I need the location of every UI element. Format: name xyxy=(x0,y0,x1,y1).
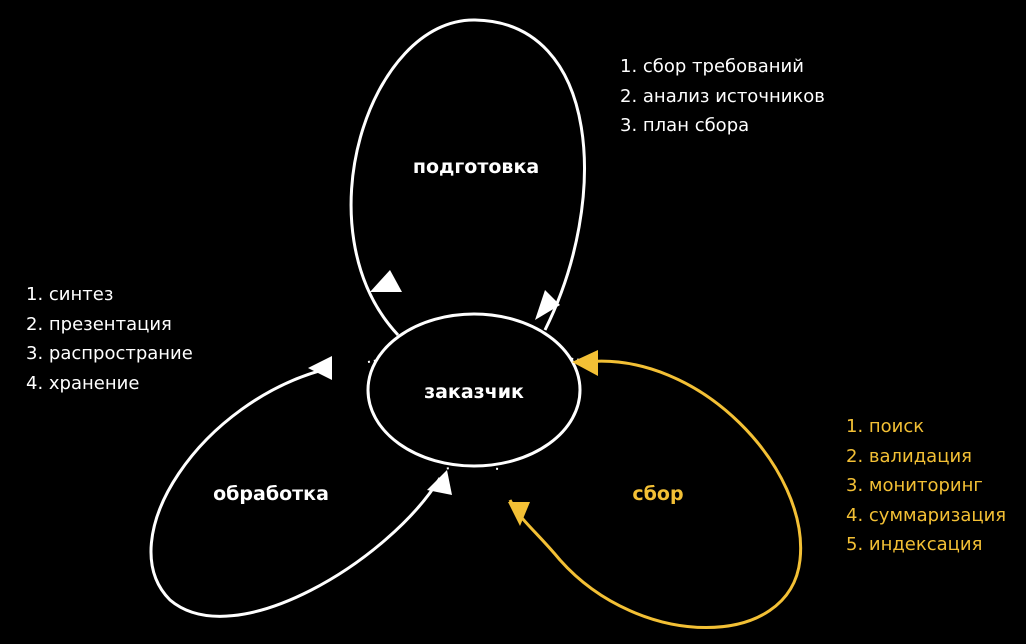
processing-list: 1. синтез 2. презентация 3. распространи… xyxy=(26,280,193,398)
list-item: 4. хранение xyxy=(26,372,140,394)
arrow-up-left-icon xyxy=(370,270,402,292)
arrow-left-icon xyxy=(308,356,332,380)
prep-loop xyxy=(349,18,586,337)
list-item: 5. индексация xyxy=(846,534,983,555)
center-label: заказчик xyxy=(424,381,524,403)
list-item: 1. сбор требований xyxy=(620,56,804,77)
arrow-into-center-icon xyxy=(572,350,598,376)
list-item: 3. план сбора xyxy=(620,115,750,136)
list-item: 3. распространие xyxy=(26,343,193,364)
processing-label: обработка xyxy=(213,483,329,505)
arrow-up-icon xyxy=(427,470,452,495)
list-item: 2. анализ источников xyxy=(620,85,825,107)
collection-label: сбор xyxy=(632,483,683,505)
list-item: 1. синтез xyxy=(26,284,114,305)
center-node[interactable] xyxy=(366,312,582,468)
list-item: 1. поиск xyxy=(846,416,925,437)
collection-loop xyxy=(508,359,803,629)
list-item: 2. валидация xyxy=(846,445,972,467)
prep-label: подготовка xyxy=(413,156,539,178)
list-item: 4. суммаризация xyxy=(846,504,1007,526)
prep-list: 1. сбор требований 2. анализ источников … xyxy=(620,52,825,141)
processing-loop xyxy=(149,366,442,618)
list-item: 2. презентация xyxy=(26,313,172,335)
arrow-down-icon xyxy=(508,502,530,526)
collection-list: 1. поиск 2. валидация 3. мониторинг 4. с… xyxy=(846,412,1006,560)
arrow-down-right-icon xyxy=(535,290,560,320)
list-item: 3. мониторинг xyxy=(846,475,983,496)
